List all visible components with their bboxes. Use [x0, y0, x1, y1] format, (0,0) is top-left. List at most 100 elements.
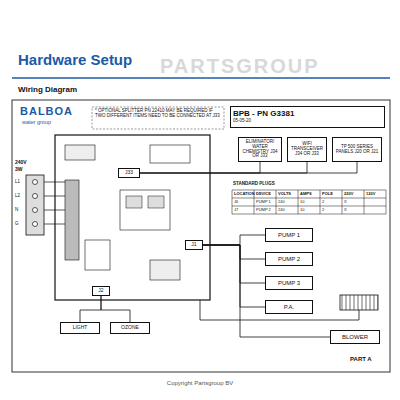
light-box: LIGHT — [60, 322, 100, 334]
table-cell: J6 — [234, 200, 238, 204]
wire — [44, 182, 65, 183]
table-rule — [276, 190, 277, 214]
terminal-label: N — [15, 208, 18, 213]
node-text: P.A. — [284, 304, 295, 311]
pump-box: PUMP 1 — [265, 228, 313, 242]
board-connector: J33 — [118, 168, 140, 178]
wire-connector — [140, 162, 260, 173]
panel-box: TP 500 SERIES PANELS J20 OR J21 — [332, 137, 382, 162]
terminal-block — [26, 175, 44, 235]
supply-label: 240V — [15, 160, 27, 166]
node-text: PUMP 3 — [278, 280, 300, 287]
pump-box: PUMP 2 — [265, 252, 313, 266]
wire-connector — [140, 162, 357, 173]
board-component — [65, 145, 95, 160]
heater-wire — [200, 300, 359, 320]
board-component — [150, 260, 180, 280]
terminal-strip — [65, 180, 79, 260]
table-cell: AMPS — [300, 192, 312, 196]
page-heading: Hardware Setup — [18, 52, 132, 69]
table-cell: J7 — [234, 208, 238, 212]
node-text: BPB - PN G3381 — [233, 110, 294, 119]
table-rule — [364, 190, 365, 214]
watermark: PARTSGROUP — [160, 55, 320, 77]
pump-box: P.A. — [265, 300, 313, 314]
relay — [148, 196, 164, 208]
title-block: BPB - PN G338105-05-20 — [230, 106, 385, 128]
board-connector: J1 — [185, 240, 203, 250]
terminal — [33, 208, 38, 213]
relay — [126, 196, 142, 208]
table-rule — [232, 206, 386, 207]
pump-box: PUMP 3 — [265, 276, 313, 290]
wire-connector — [80, 296, 101, 322]
table-cell: 2 — [322, 200, 324, 204]
node-text: ELIMINATOR/ WATER CHEMISTRY J34 OR J33 — [241, 140, 279, 160]
table-cell: PUMP 2 — [256, 208, 271, 212]
node-text: BLOWER — [342, 334, 368, 341]
table-rule — [232, 190, 233, 214]
wire-connector — [203, 245, 265, 307]
table-title: STANDARD PLUGS — [233, 182, 275, 187]
terminal-label: G — [15, 222, 19, 227]
node-text: J33 — [125, 170, 133, 176]
wire-connector — [203, 245, 330, 337]
heater-element — [340, 295, 378, 310]
supply-wires — [33, 180, 66, 227]
table-cell: X — [344, 208, 347, 212]
node-text: PUMP 2 — [278, 256, 300, 263]
table-rule — [232, 214, 386, 215]
board-component — [85, 240, 110, 270]
node-text: LIGHT — [73, 325, 88, 331]
section-heading: Wiring Diagram — [18, 86, 77, 95]
node-subtext: 05-05-20 — [233, 119, 251, 124]
wire — [44, 196, 65, 197]
table-rule — [320, 190, 321, 214]
terminal-label: L1 — [15, 180, 20, 185]
note-text: * OPTIONAL SPLITTER PN 22410 MAY BE REQU… — [95, 109, 221, 119]
board-component — [150, 145, 190, 163]
table-cell: DEVICE — [256, 192, 271, 196]
wire — [44, 224, 65, 225]
ozone-box: OZONE — [110, 322, 150, 334]
supply-label: 3W — [15, 167, 23, 173]
part-label: PART A — [350, 356, 372, 363]
wire-connector — [203, 245, 265, 259]
table-cell: 10 — [300, 200, 304, 204]
wire — [44, 210, 65, 211]
node-text: WIFI TRANSCEIVER J34 OR J33 — [290, 142, 324, 157]
node-text: PUMP 1 — [278, 232, 300, 239]
accessory-box: ELIMINATOR/ WATER CHEMISTRY J34 OR J33 — [238, 137, 282, 162]
table-rule — [342, 190, 343, 214]
table-rule — [232, 190, 386, 191]
table-cell: 10 — [300, 208, 304, 212]
circuit-board — [55, 135, 210, 300]
wire-connector — [203, 235, 265, 245]
brand-tagline: water group — [22, 119, 51, 125]
node-text: J2 — [98, 288, 103, 294]
terminal — [33, 180, 38, 185]
table-rule — [232, 198, 386, 199]
wire-connector — [101, 296, 130, 322]
node-text: OZONE — [121, 325, 139, 331]
table-cell: X — [344, 200, 347, 204]
table-cell: POLE — [322, 192, 333, 196]
blower-box: BLOWER — [330, 330, 380, 344]
table-cell: 2 — [322, 208, 324, 212]
table-cell: 220V — [344, 192, 353, 196]
note-box — [92, 107, 224, 129]
accessory-box: WIFI TRANSCEIVER J34 OR J33 — [287, 137, 327, 162]
heading-rule — [12, 77, 390, 79]
board-connector: J2 — [92, 286, 110, 296]
terminal — [33, 222, 38, 227]
table-cell: 120V — [366, 192, 375, 196]
table-cell: 240 — [278, 208, 285, 212]
node-text: J1 — [191, 242, 196, 248]
terminal-label: L2 — [15, 194, 20, 199]
table-cell: PUMP 1 — [256, 200, 271, 204]
table-cell: LOCATION — [234, 192, 255, 196]
table-cell: 240 — [278, 200, 285, 204]
diagram-frame — [12, 100, 390, 372]
relay-block — [120, 190, 170, 230]
copyright-caption: Copyright Partsgroup BV — [0, 380, 400, 387]
